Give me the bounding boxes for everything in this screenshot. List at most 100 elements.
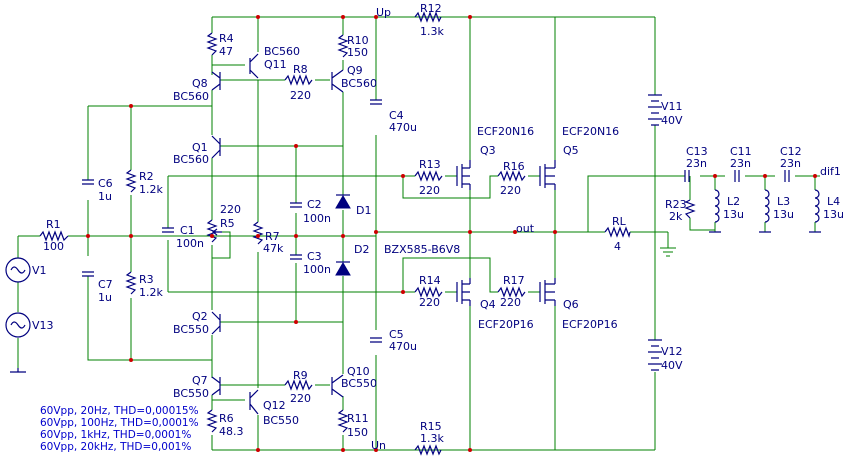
resistor-R4: [206, 32, 218, 56]
note-line-3: 60Vpp, 1kHz, THD=0,0001%: [40, 429, 191, 441]
value-L3: 13u: [773, 208, 794, 221]
ref-R5: R5: [220, 217, 235, 230]
ref-R14: R14: [419, 274, 441, 287]
transistor-Q1: [211, 135, 221, 159]
capacitor-C12: [784, 170, 790, 182]
resistor-R23: [684, 199, 696, 219]
ref-V1: V1: [32, 264, 47, 277]
value-R12: 1.3k: [420, 25, 444, 38]
ref-Q4: Q4: [480, 298, 496, 311]
value-L4: 13u: [823, 208, 844, 221]
value-R16: 220: [500, 184, 521, 197]
net-label-dif1: dif1: [820, 165, 841, 178]
ref-Q5: Q5: [563, 144, 579, 157]
ref-R16: R16: [503, 160, 525, 173]
ref-R8: R8: [293, 63, 308, 76]
ref-C2: C2: [307, 198, 322, 211]
value-V12: 40V: [661, 359, 683, 372]
resistor-R9: [284, 379, 313, 391]
value-Q8: BC560: [173, 90, 209, 103]
ref-C4: C4: [389, 109, 404, 122]
resistor-R11: [337, 409, 349, 433]
mosfets: [456, 160, 556, 306]
resistor-R14: [414, 286, 443, 298]
ref-V11: V11: [661, 100, 683, 113]
transistor-Q8: [211, 71, 221, 91]
ref-R7: R7: [265, 230, 280, 243]
resistor-R2: [125, 169, 137, 193]
value-C11: 23n: [730, 157, 751, 170]
value-Q10: BC550: [341, 377, 377, 390]
transistor-Q2: [211, 311, 221, 335]
inductors: [709, 189, 821, 233]
diode-D1: [335, 195, 351, 209]
transistor-Q11: [249, 53, 259, 79]
ref-L2: L2: [727, 195, 740, 208]
ref-Q2: Q2: [192, 310, 208, 323]
ref-C6: C6: [98, 177, 113, 190]
transistor-Q10: [331, 374, 344, 398]
note-line-1: 60Vpp, 20Hz, THD=0,00015%: [40, 405, 199, 417]
resistor-R3: [125, 271, 137, 295]
ref-RL: RL: [612, 215, 627, 228]
ref-L3: L3: [777, 195, 790, 208]
value-Q1: BC560: [173, 153, 209, 166]
ref-R4: R4: [219, 32, 234, 45]
source-V13: [5, 312, 31, 338]
mosfet-Q6: [539, 278, 556, 306]
ref-D2: D2: [354, 243, 369, 256]
ref-Q12: Q12: [263, 399, 286, 412]
resistor-R12: [414, 11, 442, 23]
value-Q9: BC560: [341, 77, 377, 90]
value-Q12: BC550: [263, 414, 299, 427]
capacitor-C11: [734, 170, 740, 182]
capacitor-C6: [82, 179, 94, 185]
ref-R13: R13: [419, 158, 441, 171]
resistor-R17: [497, 286, 526, 298]
value-C3: 100n: [303, 263, 331, 276]
value-Q6: ECF20P16: [562, 318, 618, 331]
transistor-Q12: [249, 389, 259, 415]
transistor-Q7: [211, 376, 221, 396]
value-R14: 220: [419, 296, 440, 309]
capacitor-C4: [370, 99, 382, 105]
value-C2: 100n: [303, 212, 331, 225]
source-V1: [5, 257, 31, 283]
ref-R6: R6: [219, 412, 234, 425]
value-C12: 23n: [780, 157, 801, 170]
resistor-R15: [414, 444, 442, 456]
value-C13: 23n: [686, 157, 707, 170]
resistor-R8: [284, 74, 313, 86]
value-C7: 1u: [98, 291, 112, 304]
ref-C12: C12: [780, 145, 802, 158]
ref-Q11: Q11: [264, 58, 287, 71]
capacitor-C13: [684, 170, 690, 182]
bjts: [211, 53, 344, 415]
ref-Q3: Q3: [480, 144, 496, 157]
value-R17: 220: [500, 296, 521, 309]
ref-D1: D1: [356, 204, 371, 217]
value-V11: 40V: [661, 114, 683, 127]
resistor-R7: [252, 221, 264, 245]
ref-Q1: Q1: [192, 141, 208, 154]
sources: [5, 94, 662, 373]
ref-V13: V13: [32, 319, 54, 332]
mosfet-Q4: [456, 278, 471, 306]
value-C1: 100n: [176, 237, 204, 250]
capacitor-C2: [290, 202, 302, 208]
ref-R3: R3: [139, 273, 154, 286]
value-R23: 2k: [669, 210, 683, 223]
value-R3: 1.2k: [139, 286, 163, 299]
value-R1: 100: [43, 240, 64, 253]
inductor-L2: [714, 189, 720, 223]
ref-C3: C3: [307, 250, 322, 263]
note-line-4: 60Vpp, 20kHz, THD=0,001%: [40, 441, 191, 453]
net-label-out: out: [516, 222, 535, 235]
value-R15: 1.3k: [420, 432, 444, 445]
value-RL: 4: [614, 240, 621, 253]
resistor-RL: [604, 226, 631, 239]
net-label-up: Up: [376, 6, 391, 19]
value-R2: 1.2k: [139, 183, 163, 196]
net-label-un: Un: [371, 439, 386, 452]
note-line-2: 60Vpp, 100Hz, THD=0,0001%: [40, 417, 199, 429]
